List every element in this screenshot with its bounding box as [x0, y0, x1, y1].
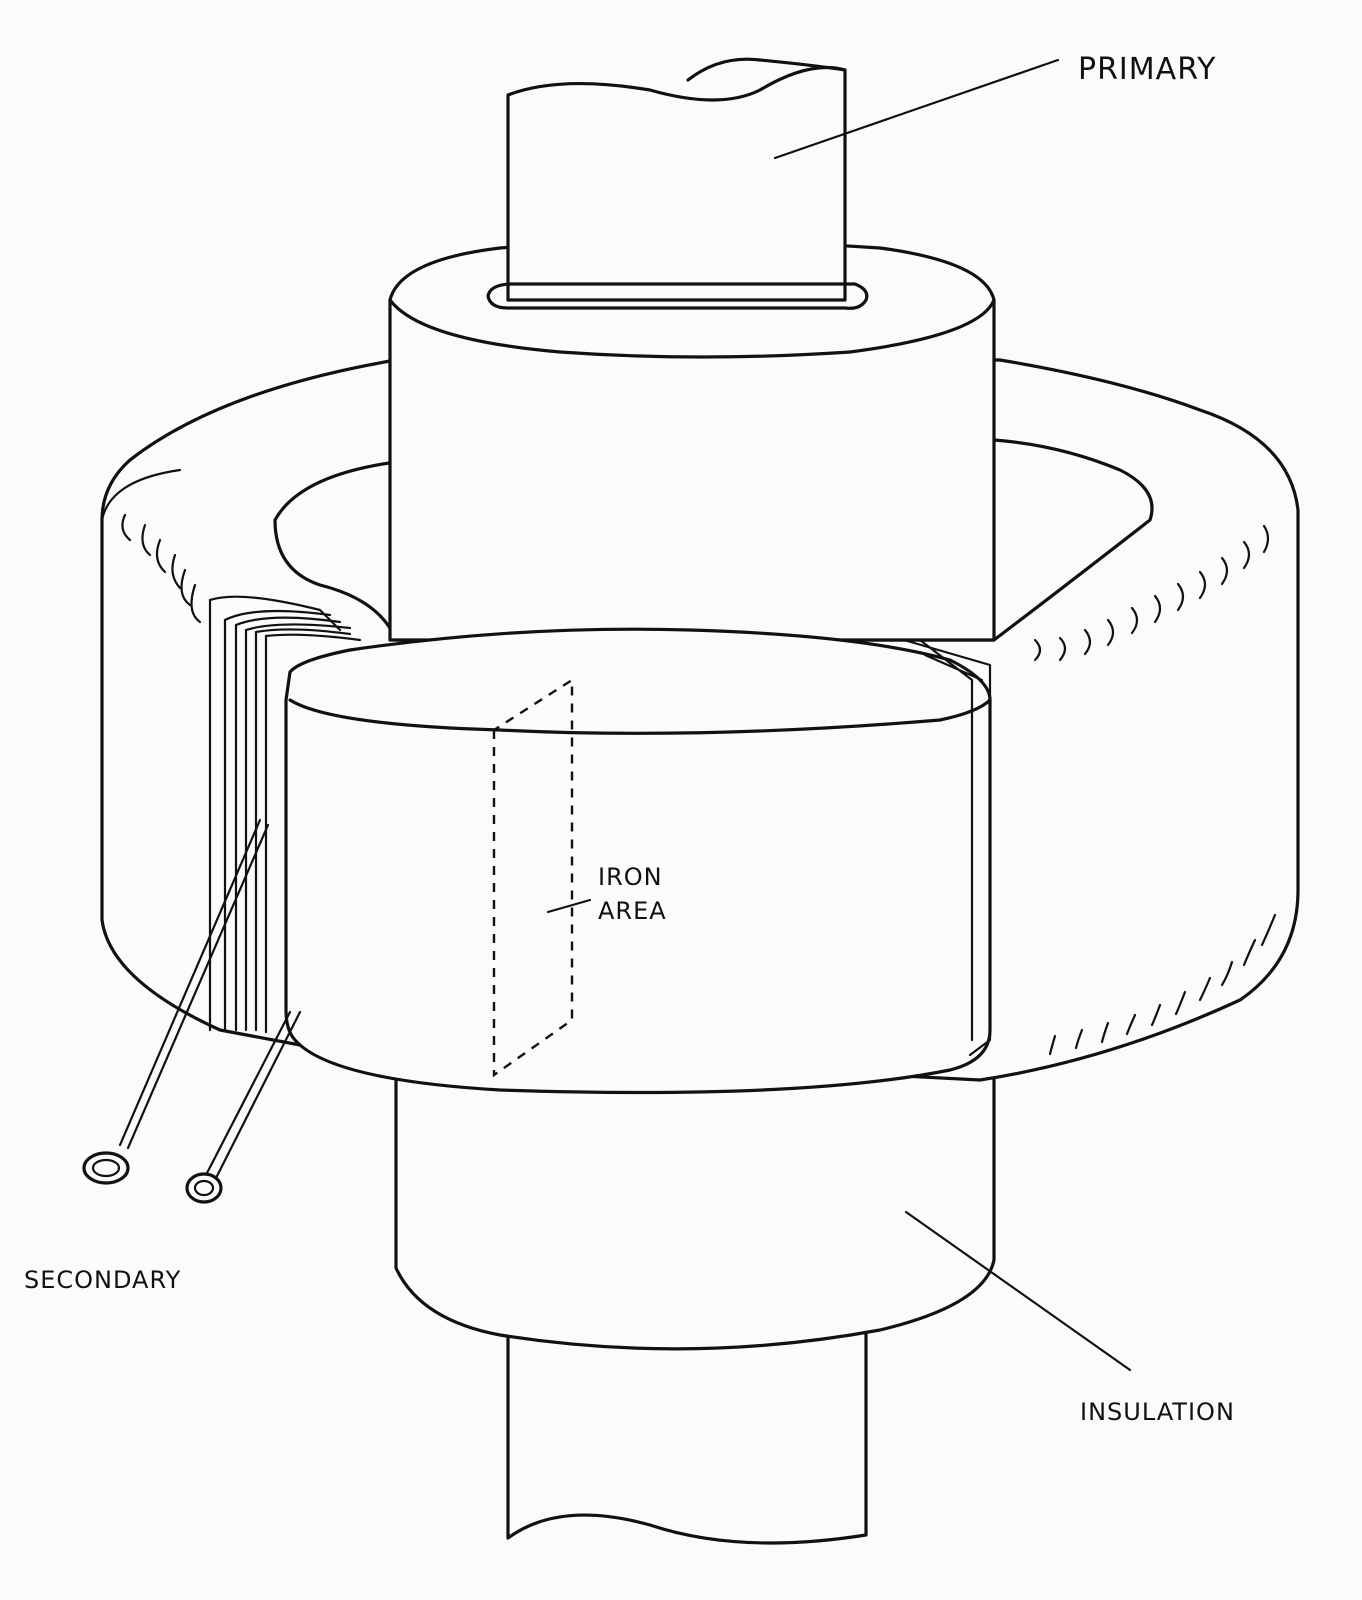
insulation-label: INSULATION: [1080, 1398, 1235, 1426]
secondary-label: SECONDARY: [24, 1266, 182, 1294]
secondary-lead-1: [118, 818, 262, 1147]
primary-leader: [773, 58, 1060, 160]
secondary-lead-2: [214, 1010, 302, 1180]
secondary-leads: [82, 818, 302, 1204]
primary-conductor-top: [486, 57, 869, 310]
insulation-sleeve-upper: [388, 239, 996, 642]
iron-label-line1: IRON: [598, 863, 663, 891]
iron-area-outline: [492, 677, 574, 1078]
iron-leader: [546, 898, 592, 914]
core-front-segment: [208, 595, 992, 1095]
iron-label-line2: AREA: [598, 897, 667, 925]
leader-lines: [546, 58, 1132, 1372]
secondary-terminal-1: [82, 1151, 130, 1185]
secondary-terminal-2: [185, 1172, 223, 1204]
iron-area-label: IRON AREA: [598, 860, 667, 928]
insulation-leader: [904, 1210, 1132, 1372]
primary-label: PRIMARY: [1078, 52, 1217, 87]
primary-conductor-bottom: [506, 1298, 868, 1545]
insulation-sleeve-lower: [394, 1058, 996, 1351]
